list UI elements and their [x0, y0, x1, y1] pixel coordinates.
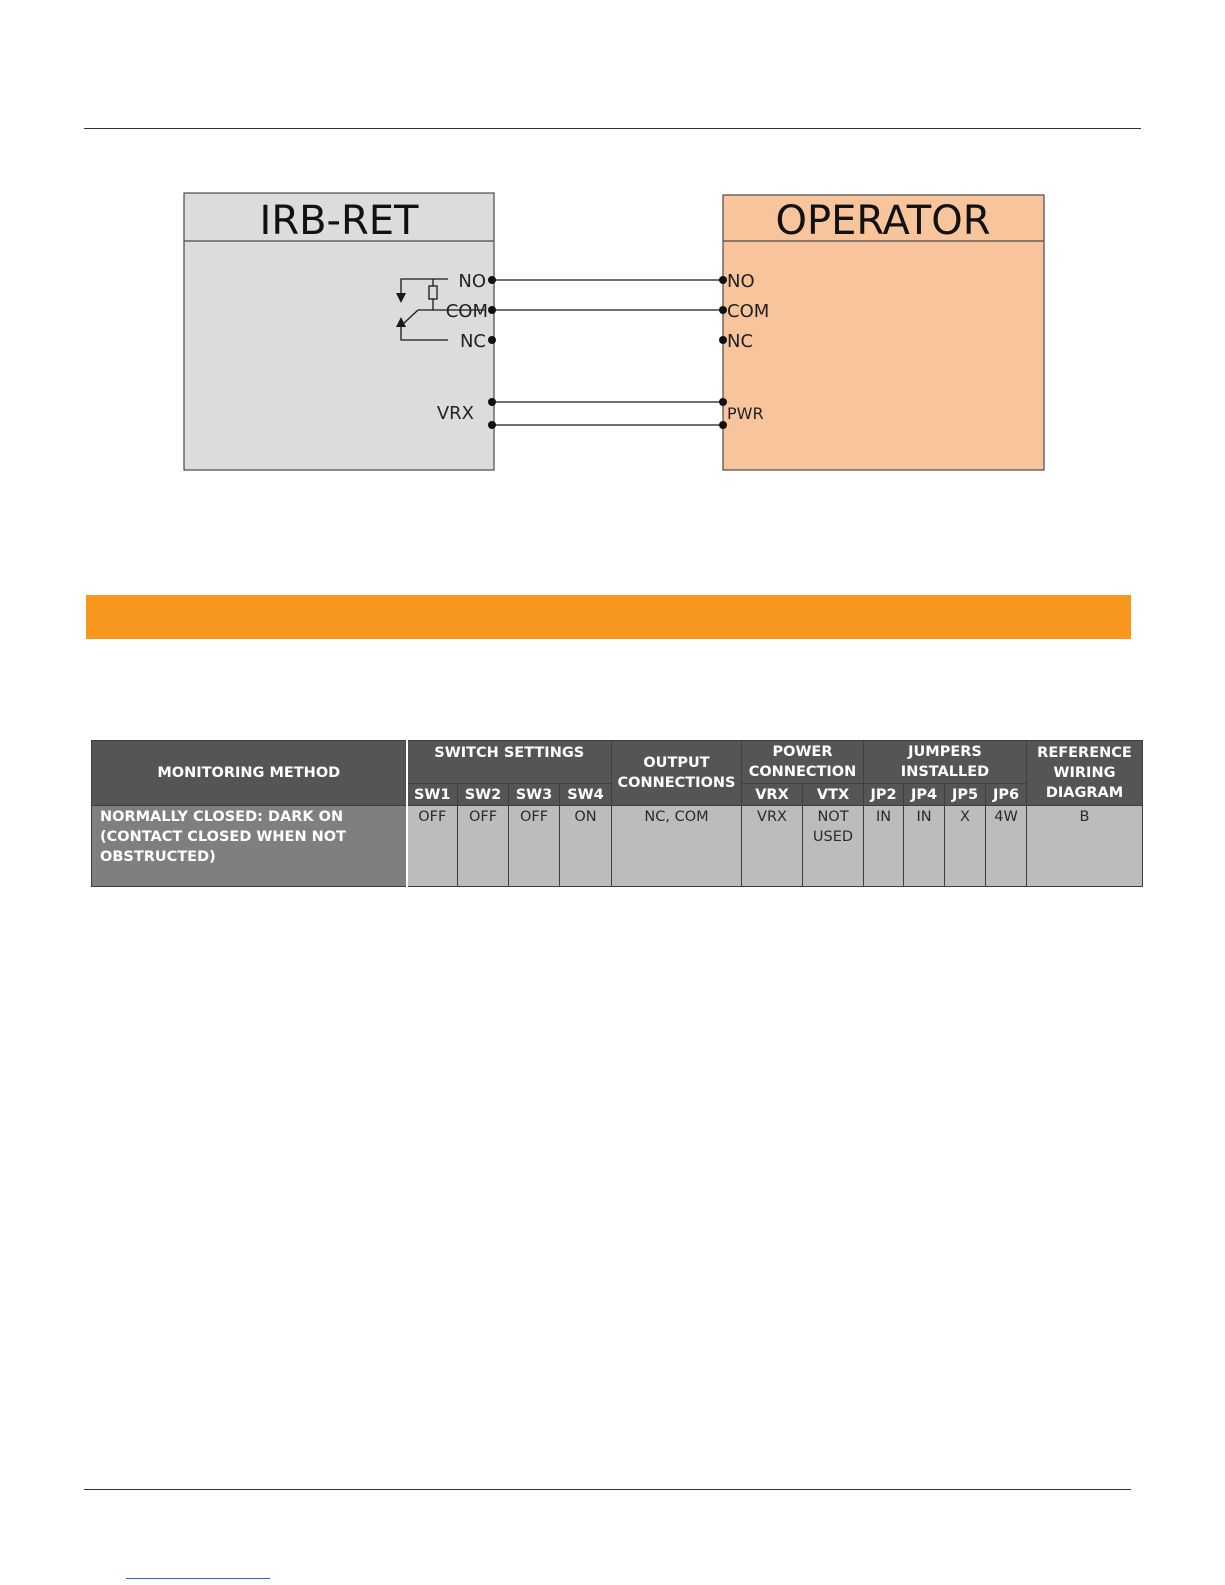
header-sw4: SW4: [559, 783, 612, 806]
cell-sw2: OFF: [457, 805, 509, 887]
irb-ret-title: IRB-RET: [260, 198, 420, 244]
header-power-connection: POWER CONNECTION: [741, 740, 864, 784]
operator-box: OPERATOR: [722, 194, 1045, 471]
cell-sw1: OFF: [406, 805, 458, 887]
cell-vrx: VRX: [741, 805, 803, 887]
section-header-bar: [86, 595, 1131, 639]
header-vtx: VTX: [802, 783, 864, 806]
header-reference-wiring-diagram: REFERENCE WIRING DIAGRAM: [1026, 740, 1143, 806]
cell-monitoring-method: NORMALLY CLOSED: DARK ON (CONTACT CLOSED…: [91, 805, 408, 887]
irb-terminal-com-label: COM: [446, 301, 488, 322]
cell-reference-wiring-diagram: B: [1026, 805, 1143, 887]
cell-vtx: NOT USED: [802, 805, 864, 887]
header-sw3: SW3: [508, 783, 560, 806]
table-row: NORMALLY CLOSED: DARK ON (CONTACT CLOSED…: [91, 805, 1143, 887]
irb-terminal-nc-label: NC: [460, 331, 486, 352]
header-rule: [84, 128, 1141, 129]
cell-output-connections: NC, COM: [611, 805, 742, 887]
header-jumpers-installed: JUMPERS INSTALLED: [863, 740, 1027, 784]
header-vrx: VRX: [741, 783, 803, 806]
operator-title: OPERATOR: [775, 198, 990, 244]
operator-terminal-nc-label: NC: [727, 331, 753, 352]
footer-rule: [84, 1489, 1131, 1490]
cell-jp6: 4W: [985, 805, 1027, 887]
table-header-row: MONITORING METHOD SWITCH SETTINGS OUTPUT…: [91, 740, 1143, 806]
irb-terminal-no-label: NO: [458, 271, 486, 292]
operator-terminal-pwr-label: PWR: [727, 404, 764, 423]
cell-jp2: IN: [863, 805, 904, 887]
header-jp4: JP4: [903, 783, 945, 806]
operator-terminal-no-label: NO: [727, 271, 755, 292]
header-jp2: JP2: [863, 783, 904, 806]
cell-sw4: ON: [559, 805, 612, 887]
irb-ret-box-body: [183, 192, 495, 471]
cell-jp5: X: [944, 805, 986, 887]
table-subheader-row: SW1 SW2 SW3 SW4 VRX VTX JP2 JP4 JP5 JP6: [92, 783, 1143, 806]
relay-contact-symbol: [396, 278, 486, 341]
header-jp5: JP5: [944, 783, 986, 806]
irb-ret-box: IRB-RET: [183, 192, 495, 471]
header-jp6: JP6: [985, 783, 1027, 806]
switch-settings-table: MONITORING METHOD SWITCH SETTINGS OUTPUT…: [91, 740, 1143, 887]
wires: [492, 279, 723, 426]
header-output-connections: OUTPUT CONNECTIONS: [611, 740, 742, 806]
irb-terminal-vrx-label: VRX: [437, 403, 474, 424]
terminal-dots: [488, 276, 727, 429]
operator-terminal-com-label: COM: [727, 301, 769, 322]
wiring-diagram: IRB-RET OPERATOR NO COM NC VRX NO COM NC…: [183, 192, 1045, 471]
footer-link-underline[interactable]: [126, 1578, 270, 1579]
cell-sw3: OFF: [508, 805, 560, 887]
header-sw2: SW2: [457, 783, 509, 806]
cell-jp4: IN: [903, 805, 945, 887]
header-monitoring-method: MONITORING METHOD: [91, 740, 408, 806]
header-sw1: SW1: [406, 783, 458, 806]
header-switch-settings: SWITCH SETTINGS: [406, 740, 612, 784]
